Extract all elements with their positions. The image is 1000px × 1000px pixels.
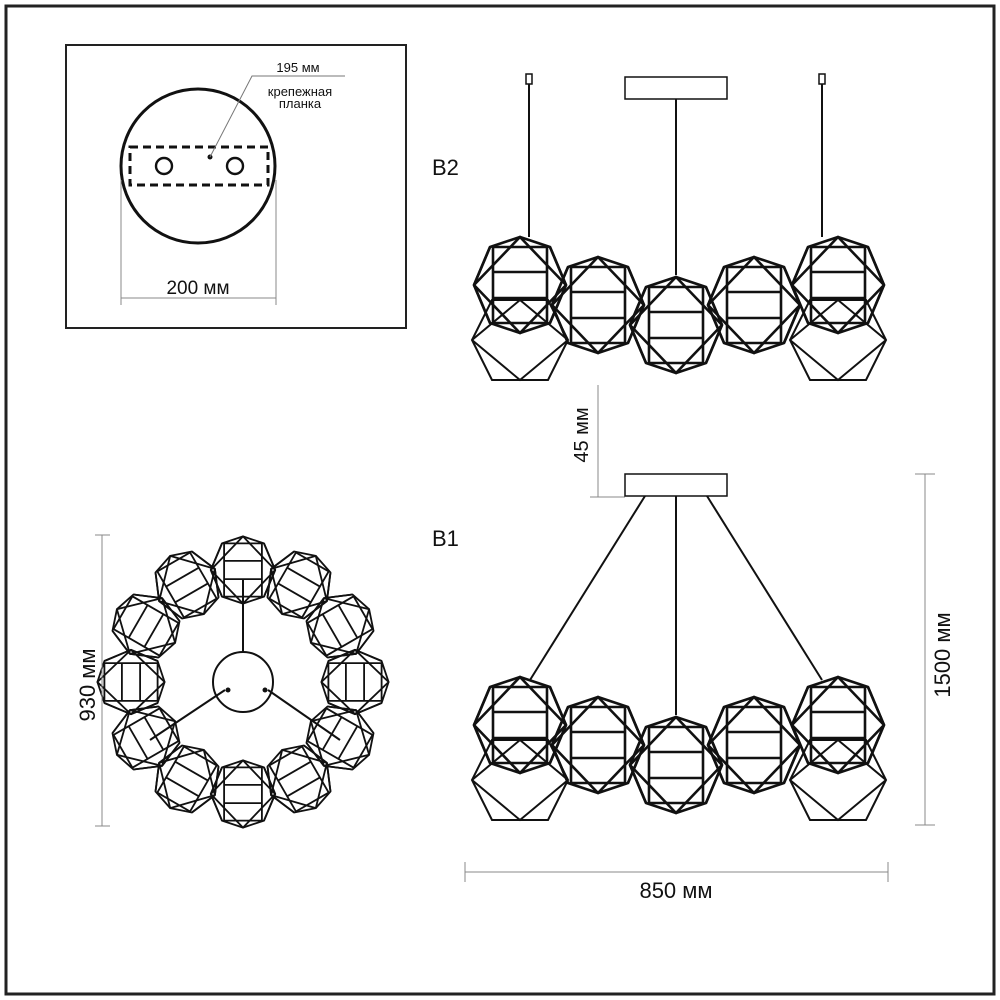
- svg-text:1500 мм: 1500 мм: [930, 612, 955, 697]
- mount-plate-view: 195 мм крепежная планка 200 мм: [65, 44, 407, 329]
- svg-text:45 мм: 45 мм: [571, 407, 593, 462]
- bracket-label: планка: [279, 96, 322, 111]
- canopy: [624, 473, 728, 497]
- sheet-frame: [4, 4, 996, 996]
- b2-label: B2: [432, 155, 459, 180]
- center-hub: [212, 651, 274, 713]
- top-view: [96, 535, 390, 829]
- svg-text:930 мм: 930 мм: [75, 648, 100, 721]
- ring-shade: [209, 759, 277, 829]
- bracket-label: крепежная: [268, 84, 332, 99]
- width-dimension: 850 мм: [464, 862, 889, 903]
- height-dimension: 1500 мм: [915, 473, 955, 826]
- gap-dimension: 45 мм: [571, 385, 625, 498]
- canopy: [624, 76, 728, 100]
- ring-shade: [320, 648, 390, 716]
- svg-text:850 мм: 850 мм: [639, 878, 712, 903]
- diameter-dimension: 200 мм: [166, 278, 229, 299]
- screw-hole: [225, 156, 245, 176]
- leader-line: [209, 75, 345, 158]
- screw-hole: [154, 156, 174, 176]
- b2-view: B2: [432, 73, 887, 381]
- mounting-bracket: [128, 145, 270, 187]
- ring-dimension: 930 мм: [75, 534, 110, 827]
- canopy-circle: [119, 87, 277, 245]
- bracket-dimension: 195 мм: [276, 60, 319, 75]
- b1-view: B1: [432, 473, 887, 821]
- ring-shade: [96, 648, 166, 716]
- b1-label: B1: [432, 526, 459, 551]
